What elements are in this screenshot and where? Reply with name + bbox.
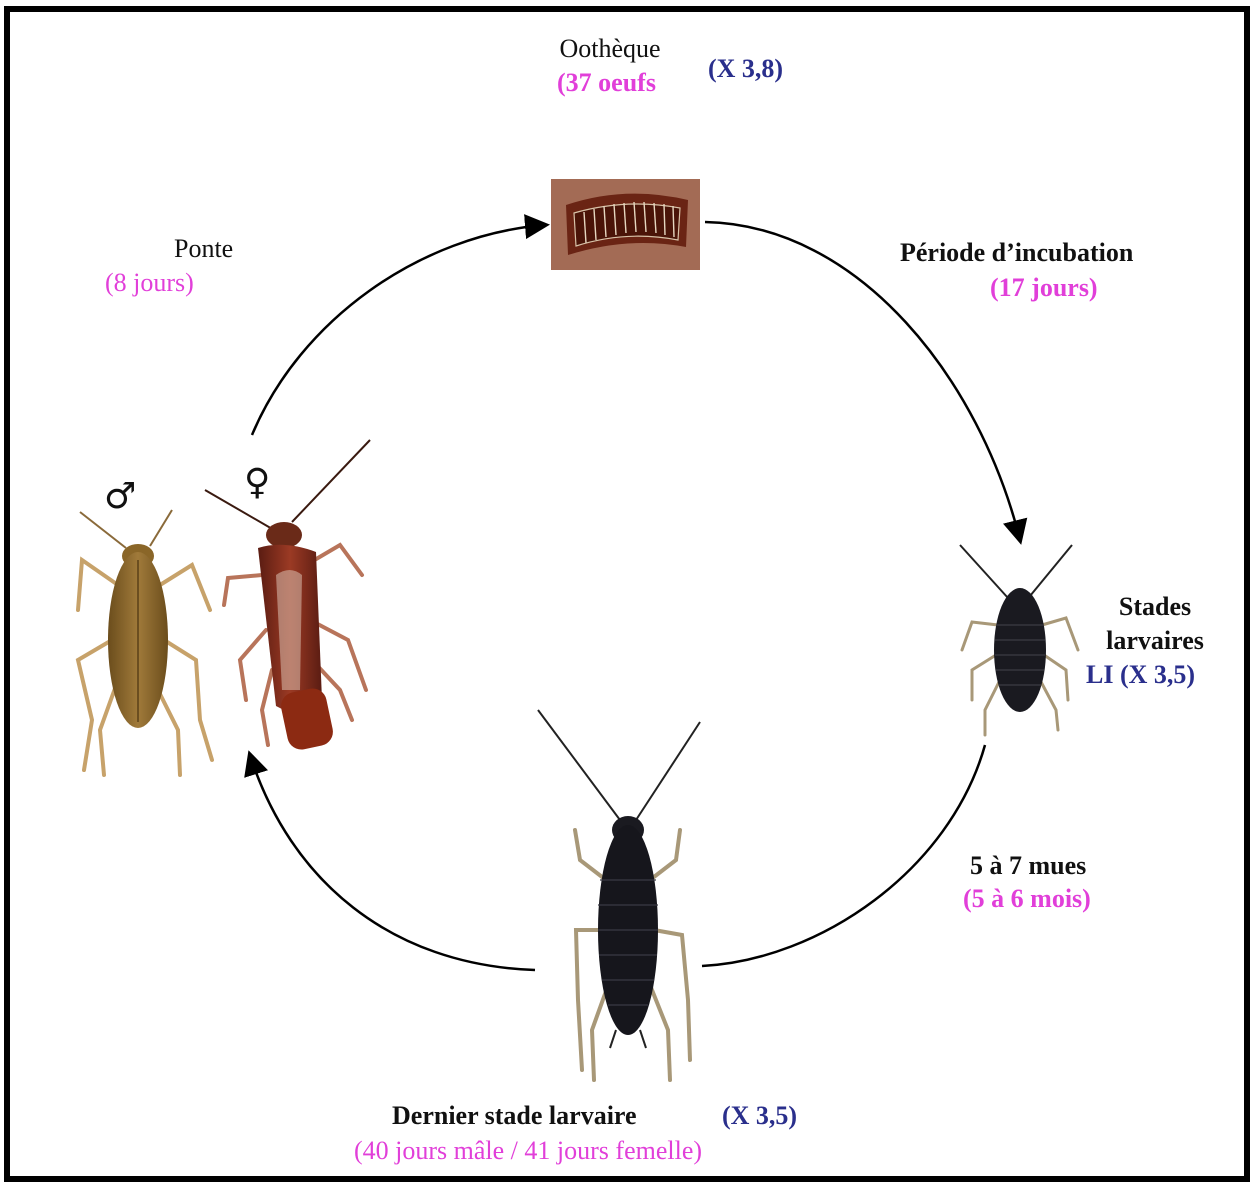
- last-stage-magnification: (X 3,5): [722, 1099, 797, 1133]
- male-symbol: ♂: [104, 476, 136, 517]
- male-cockroach-image: [78, 510, 212, 775]
- last-stage-title: Dernier stade larvaire: [392, 1099, 637, 1133]
- moults-duration: (5 à 6 mois): [963, 882, 1091, 916]
- ootheque-magnification: (X 3,8): [708, 52, 783, 86]
- ponte-title: Ponte: [174, 232, 233, 266]
- larval-stage-code: LI: [1086, 660, 1113, 689]
- larva-last-stage-image: [538, 710, 700, 1080]
- female-cockroach-image: [205, 440, 370, 752]
- arrow-larval-to-last-stage: [702, 745, 985, 966]
- ponte-duration: (8 jours): [105, 266, 194, 300]
- incubation-title: Période d’incubation: [900, 236, 1133, 270]
- incubation-duration: (17 jours): [990, 271, 1098, 305]
- moults-title: 5 à 7 mues: [970, 849, 1086, 883]
- female-symbol: ♀: [244, 462, 270, 503]
- larval-stage-magnification: LI (X 3,5): [1086, 658, 1195, 692]
- ootheca-image: [551, 179, 700, 270]
- larval-stage-mag-value: (X 3,5): [1120, 660, 1195, 689]
- ootheque-title: Oothèque: [520, 32, 700, 66]
- larval-stages-title-line2: larvaires: [1085, 624, 1225, 658]
- larval-stages-title-line1: Stades: [1090, 590, 1220, 624]
- larva-first-stage-image: [960, 545, 1078, 735]
- arrow-ponte-to-ootheque: [252, 225, 545, 435]
- ootheque-egg-count: (37 oeufs: [557, 66, 656, 100]
- last-stage-duration: (40 jours mâle / 41 jours femelle): [354, 1134, 702, 1168]
- arrow-last-stage-to-adults: [250, 755, 535, 970]
